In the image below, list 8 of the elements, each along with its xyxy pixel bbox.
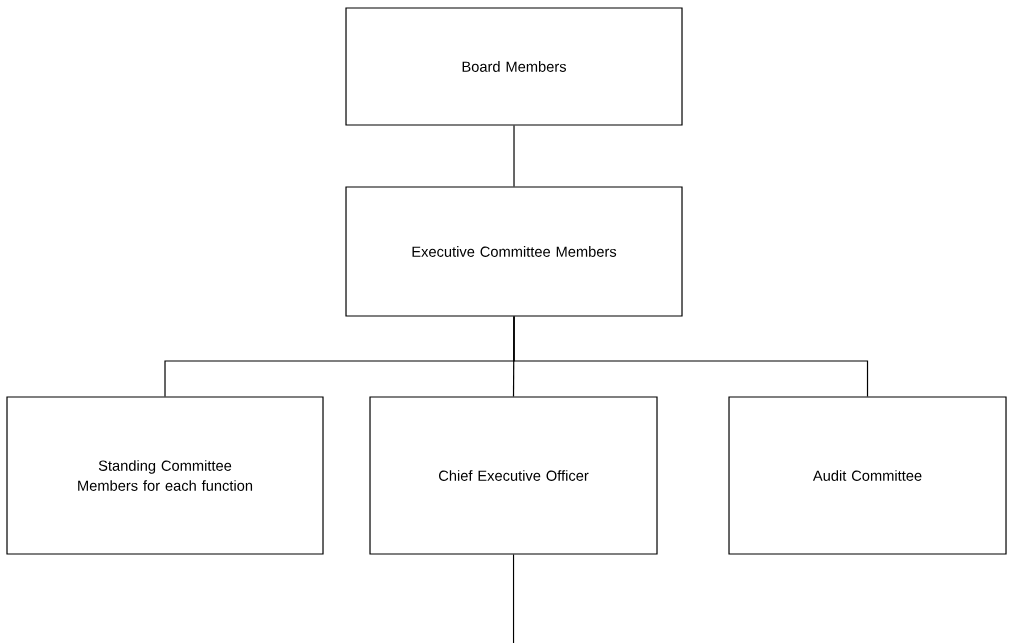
org-box: Chief Executive Officer: [369, 396, 658, 555]
connector-line: [513, 316, 869, 397]
org-box: Board Members: [345, 7, 683, 126]
org-box: Audit Committee: [728, 396, 1007, 555]
connector-line: [512, 554, 515, 643]
org-box: Executive Committee Members: [345, 186, 683, 317]
connector-line: [513, 125, 515, 187]
org-box: Standing Committee Members for each function: [6, 396, 324, 555]
